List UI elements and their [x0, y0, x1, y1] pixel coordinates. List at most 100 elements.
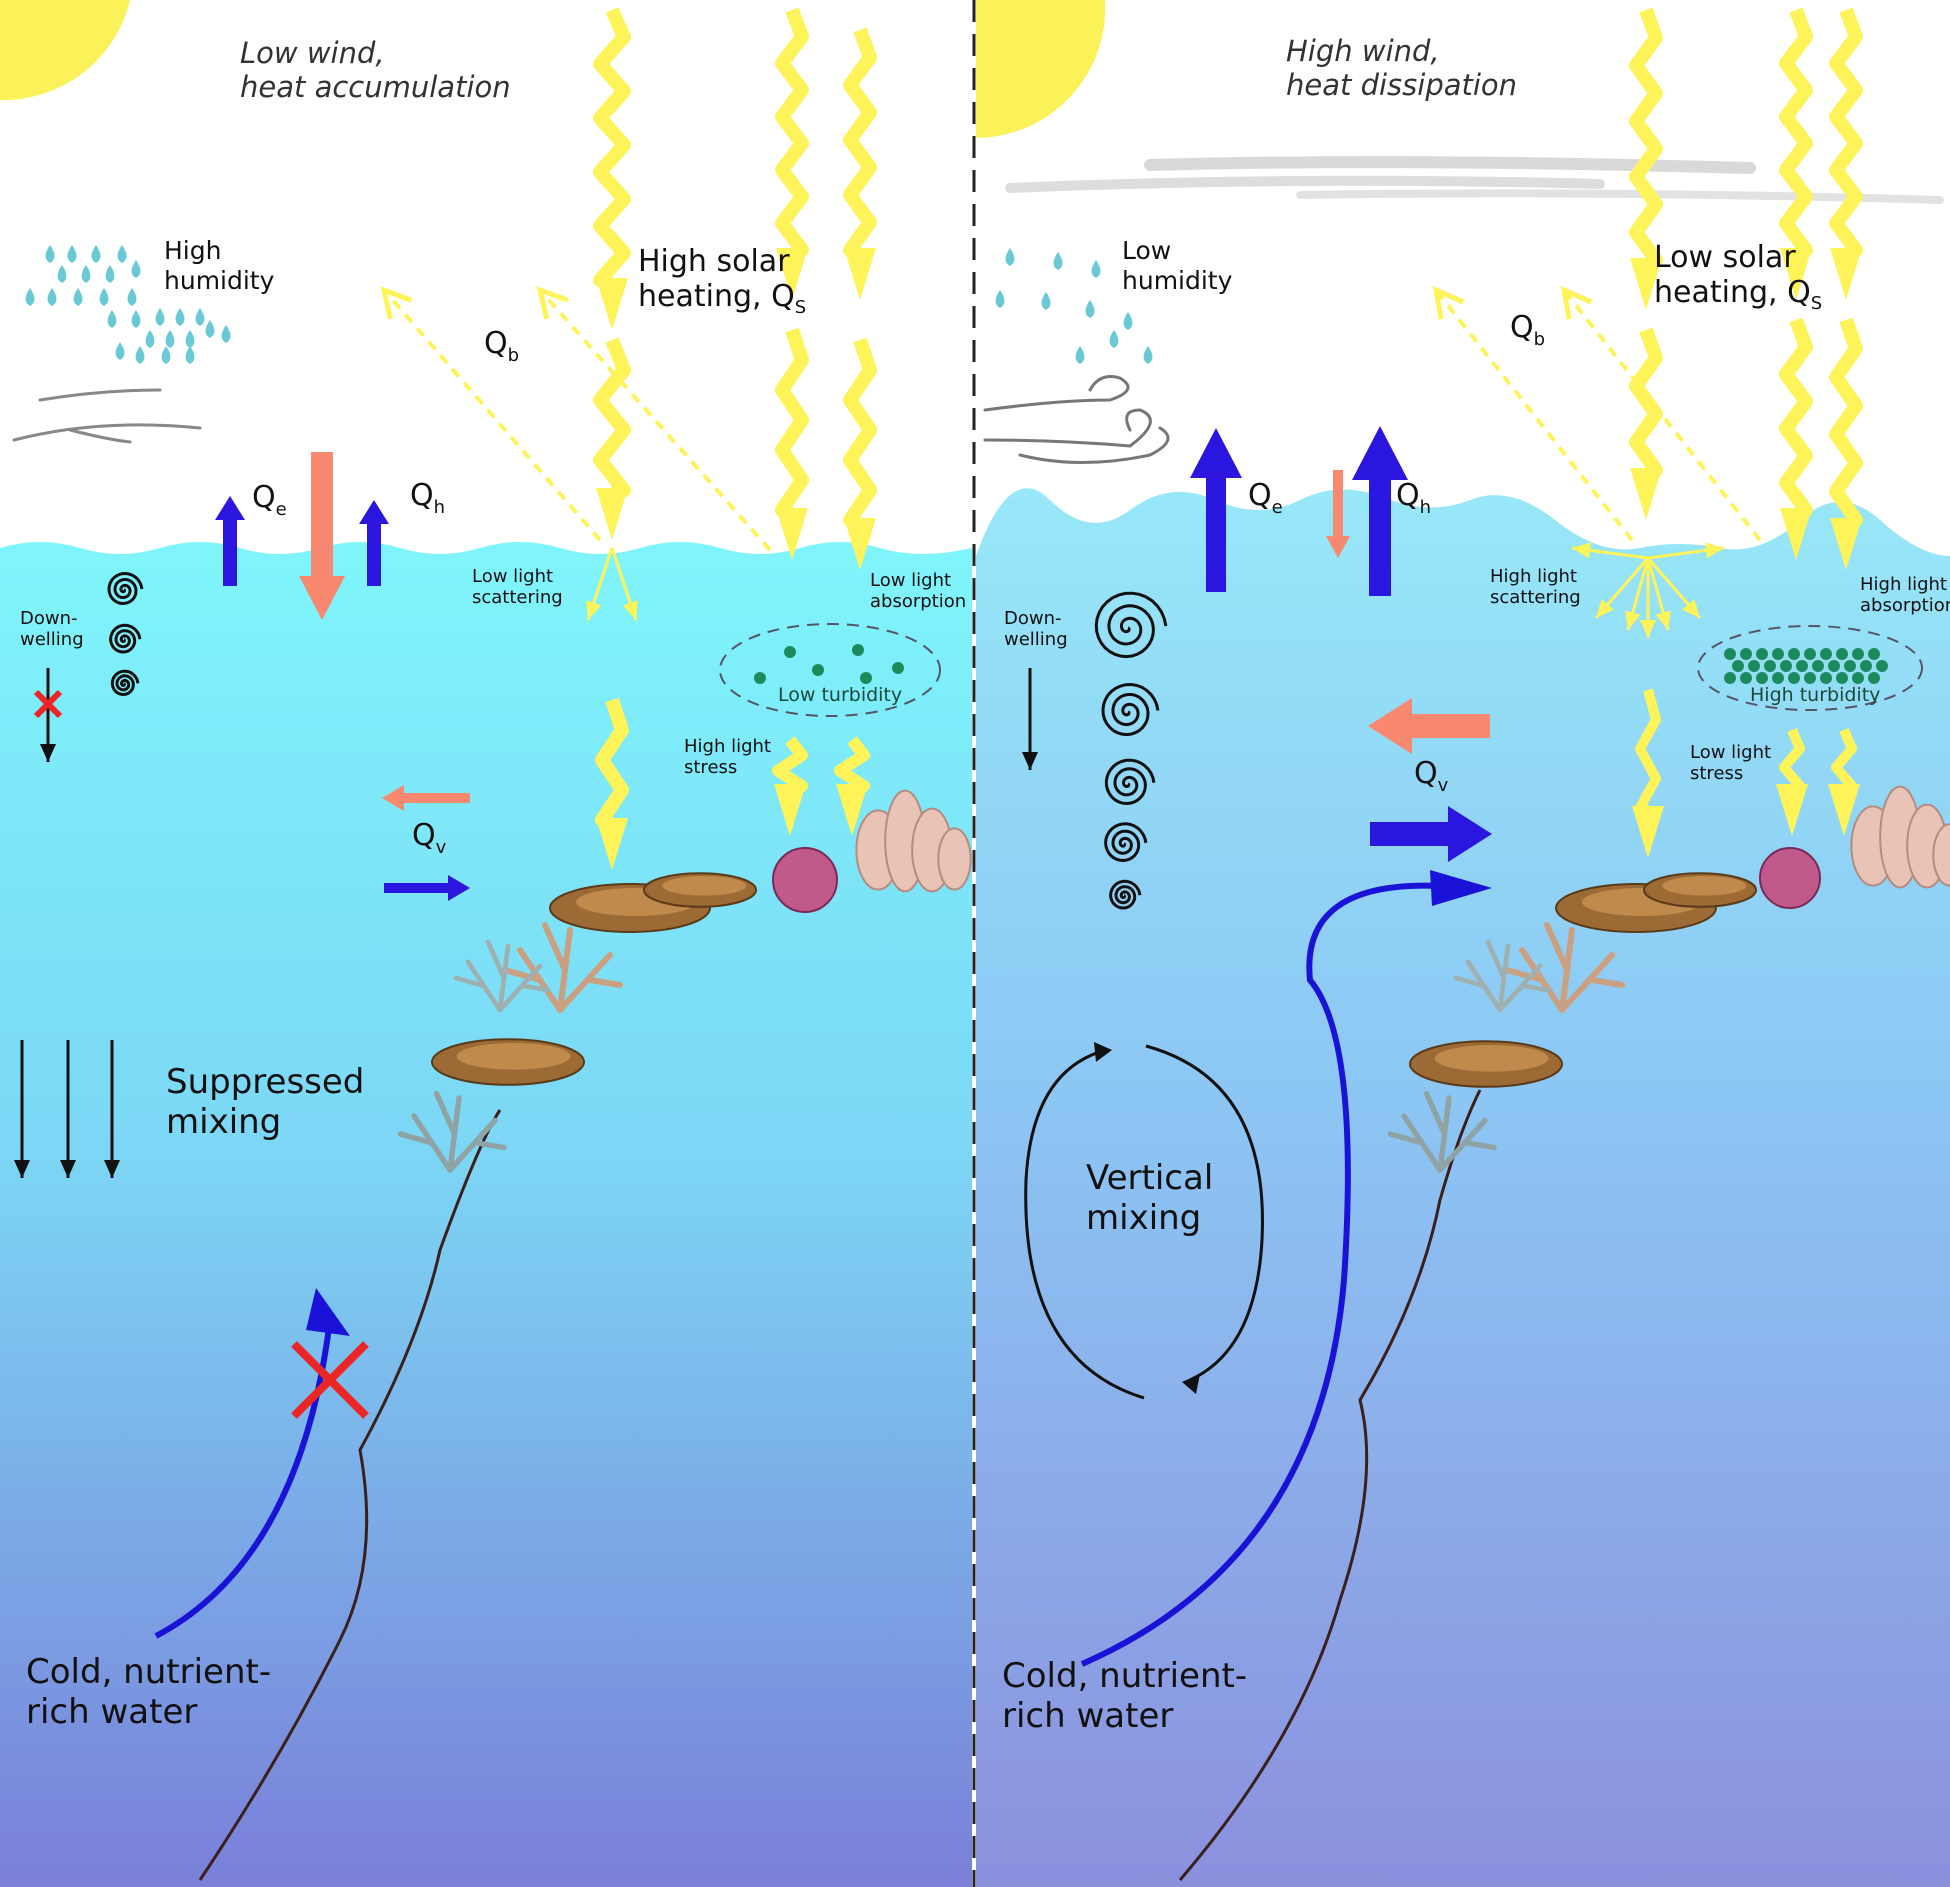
right-mixing-loop-right	[1145, 1044, 1264, 1382]
right-sunray-2-head	[1780, 248, 1812, 300]
left-turbidity-label: Low turbidity	[778, 684, 903, 706]
left-sunray-3	[843, 27, 877, 259]
left-qv-label: Qv	[412, 818, 447, 858]
right-nutrient-current-head	[1430, 870, 1492, 906]
right-sunray-2-lower	[1779, 317, 1813, 519]
left-sunray-2	[775, 7, 809, 259]
right-reflected-ray-1-head	[1432, 285, 1465, 320]
left-mixing-arrow-0-head	[14, 1160, 30, 1178]
left-qh-arrow	[359, 500, 389, 586]
right-turbidity-particle-15	[1812, 660, 1824, 672]
left-plate-coral-lower-top	[456, 1043, 571, 1070]
right-turbidity-particle-16	[1828, 660, 1840, 672]
right-scatter-ray-6-head	[1640, 620, 1656, 638]
right-sunray-1	[1629, 7, 1663, 269]
clouds	[1005, 156, 1944, 204]
right-turbidity-particle-12	[1764, 660, 1776, 672]
right-sunray-1-lower-head	[1630, 468, 1662, 520]
left-stress-ray-2-head	[836, 784, 868, 836]
left-humidity-drop-2	[91, 245, 101, 263]
left-humidity-drop-17	[131, 310, 141, 328]
left-humidity-drop-12	[127, 288, 137, 306]
left-branch-coral-upper-3	[502, 967, 543, 983]
right-branch-coral-grey-2	[1497, 963, 1543, 1013]
left-downwelling-arrow-head	[40, 744, 56, 762]
right-sunray-1-head	[1630, 258, 1662, 310]
left-humidity-drop-14	[175, 308, 185, 326]
left-downwelling-cross-b	[33, 689, 63, 719]
right-branch-coral-upper-4	[1544, 922, 1570, 973]
left-qb-label: Qb	[484, 326, 520, 366]
left-weather-label: Low wind,heat accumulation	[240, 36, 511, 105]
right-turbidity-particle-5	[1804, 648, 1816, 660]
right-qv-in-arrow	[1370, 806, 1492, 862]
right-humidity-drop-6	[1123, 312, 1133, 330]
right-humidity-drop-5	[1085, 300, 1095, 318]
left-humidity-drop-8	[25, 288, 35, 306]
right-solar-heat-arrow	[1326, 470, 1350, 558]
right-qv-label: Qv	[1414, 756, 1449, 796]
right-mixing-loop-left	[1024, 1048, 1145, 1400]
right-sunray-2	[1779, 7, 1813, 259]
left-humidity-drop-1	[67, 245, 77, 263]
right-turbidity-particle-4	[1788, 648, 1800, 660]
left-branch-coral-lower-4	[433, 1090, 458, 1137]
right-turbidity-zone	[1697, 625, 1923, 711]
right-turbidity-particle-27	[1836, 672, 1848, 684]
right-sunray-1-lower	[1629, 327, 1663, 479]
right-humidity-drop-9	[1143, 346, 1153, 364]
right-downwelling-arrow-head	[1022, 752, 1038, 770]
right-turbidity-particle-20	[1724, 672, 1736, 684]
right-turbidity-particle-19	[1876, 660, 1888, 672]
right-scatter-ray-2-head	[1625, 610, 1641, 630]
left-nutrient-current	[154, 1319, 333, 1639]
right-turbidity-particle-3	[1772, 648, 1784, 660]
left-scatter-ray-b-head	[622, 600, 638, 620]
right-reflected-ray-2-head	[1560, 285, 1593, 320]
left-branch-coral-upper-4	[542, 922, 568, 973]
right-water	[976, 488, 1950, 1887]
right-turbidity-particle-1	[1740, 648, 1752, 660]
right-turbidity-particle-0	[1724, 648, 1736, 660]
left-sunray-1-lower-head	[596, 488, 628, 540]
right-sun	[976, 0, 1106, 138]
right-humidity-drop-0	[1005, 248, 1015, 266]
right-qh-arrow	[1352, 426, 1408, 596]
left-qv-out-arrow	[382, 785, 470, 811]
left-humidity-drop-22	[135, 346, 145, 364]
left-plate-coral-top-top	[662, 876, 747, 896]
right-turbidity-particle-10	[1732, 660, 1744, 672]
right-turbidity-particle-26	[1820, 672, 1832, 684]
left-spiral-3	[110, 669, 140, 697]
left-branch-coral-upper-5	[587, 977, 623, 988]
right-sunray-3-lower-head	[1830, 518, 1862, 570]
left-humidity-drop-15	[195, 308, 205, 326]
right-turbidity-particle-18	[1860, 660, 1872, 672]
left-humidity-drop-9	[47, 288, 57, 306]
right-plate-coral-top-top	[1662, 876, 1747, 896]
right-branch-coral-grey-3	[1453, 975, 1487, 989]
right-downwelling-label: Down-welling	[1004, 608, 1068, 651]
left-humidity-drop-7	[131, 260, 141, 278]
left-branch-coral-grey-2	[497, 963, 543, 1013]
left-reflected-ray-2-head	[536, 286, 569, 320]
right-weather-label: High wind,heat dissipation	[1286, 34, 1518, 103]
left-stress-ray-1-head	[774, 784, 806, 836]
right-qv-out-arrow	[1368, 698, 1490, 754]
right-humidity-drop-1	[1053, 252, 1063, 270]
left-sunray-underwater-head	[596, 818, 628, 870]
left-humidity-drop-6	[105, 265, 115, 283]
right-spiral-1	[1094, 591, 1168, 659]
left-branch-coral-lower-3	[397, 1131, 435, 1146]
right-humidity-drop-7	[1075, 346, 1085, 364]
right-qb-label: Qb	[1510, 310, 1546, 350]
left-reflected-ray-1-head	[380, 286, 413, 320]
right-branch-coral-lower-5	[1464, 1140, 1497, 1151]
